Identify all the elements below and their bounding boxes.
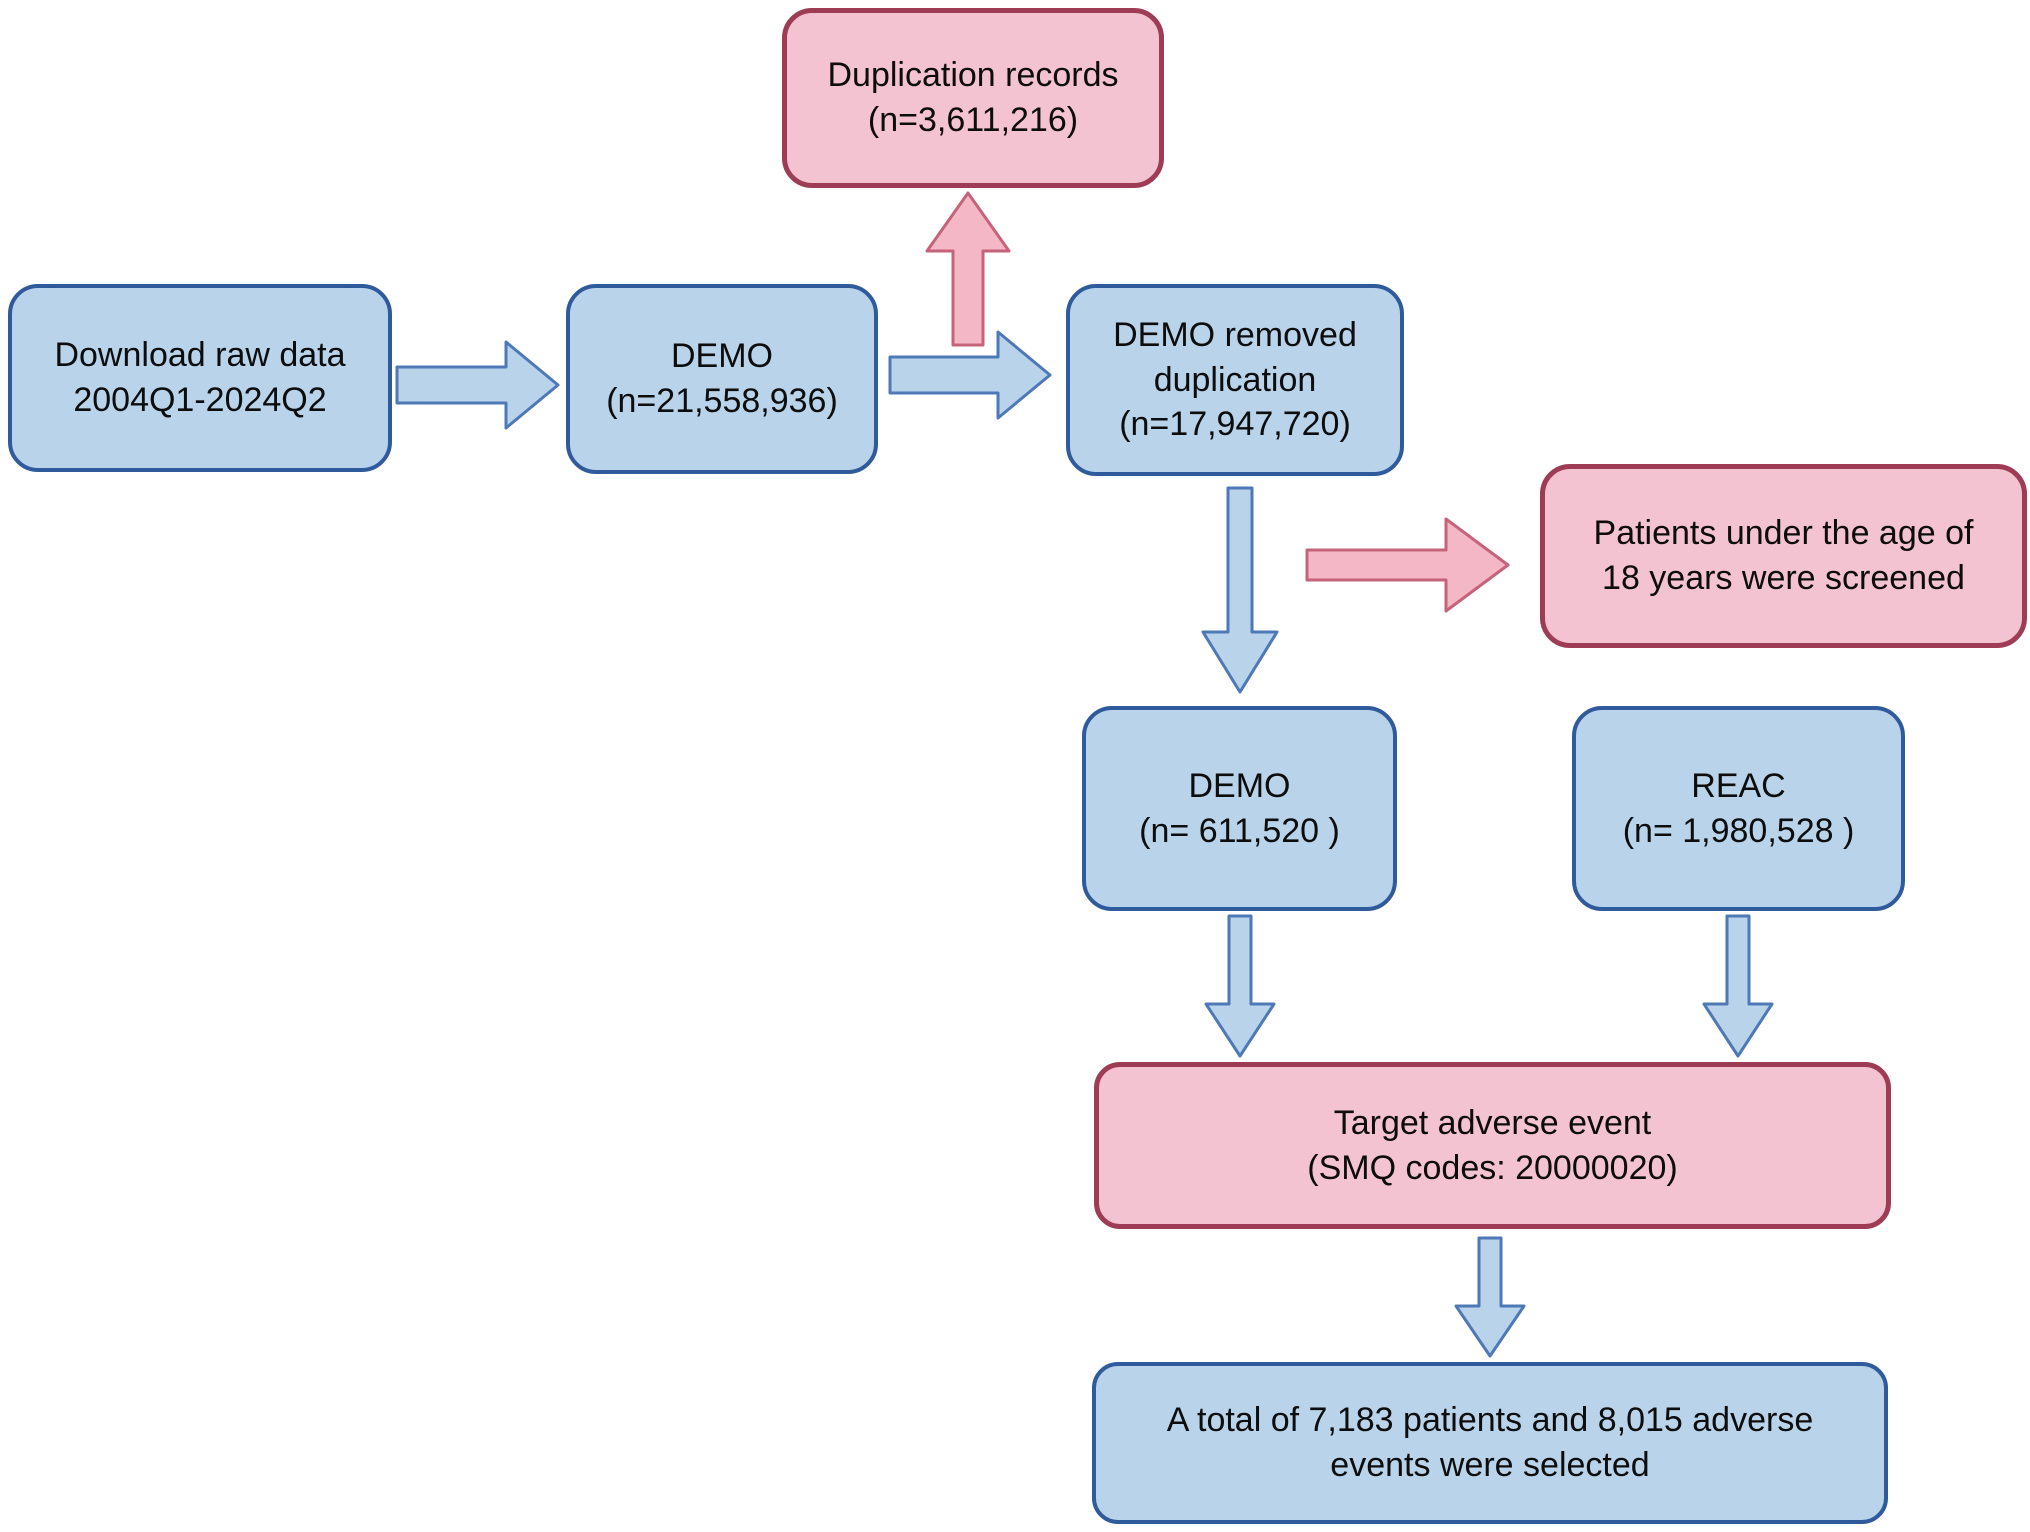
arrow-target-to-total-icon xyxy=(1454,1236,1526,1358)
node-total-selected: A total of 7,183 patients and 8,015 adve… xyxy=(1092,1362,1888,1524)
node-patients-under-18-screened: Patients under the age of 18 years were … xyxy=(1540,464,2027,648)
arrow-demo-to-removed-icon xyxy=(888,330,1052,420)
node-reac: REAC (n= 1,980,528 ) xyxy=(1572,706,1905,911)
node-target-adverse-event: Target adverse event (SMQ codes: 2000002… xyxy=(1094,1062,1891,1229)
arrow-removed-to-under18-icon xyxy=(1305,517,1510,613)
node-demo-removed-duplication: DEMO removed duplication (n=17,947,720) xyxy=(1066,284,1404,476)
node-demo-adult: DEMO (n= 611,520 ) xyxy=(1082,706,1397,911)
node-duplication-records: Duplication records (n=3,611,216) xyxy=(782,8,1164,188)
arrow-removed-to-demoadult-icon xyxy=(1201,486,1279,694)
arrow-download-to-demo-icon xyxy=(395,340,560,430)
node-demo-full: DEMO (n=21,558,936) xyxy=(566,284,878,474)
node-download-raw-data: Download raw data 2004Q1-2024Q2 xyxy=(8,284,392,472)
arrow-demoadult-to-target-icon xyxy=(1204,914,1276,1058)
arrow-demo-to-duplication-icon xyxy=(925,191,1011,347)
arrow-reac-to-target-icon xyxy=(1702,914,1774,1058)
